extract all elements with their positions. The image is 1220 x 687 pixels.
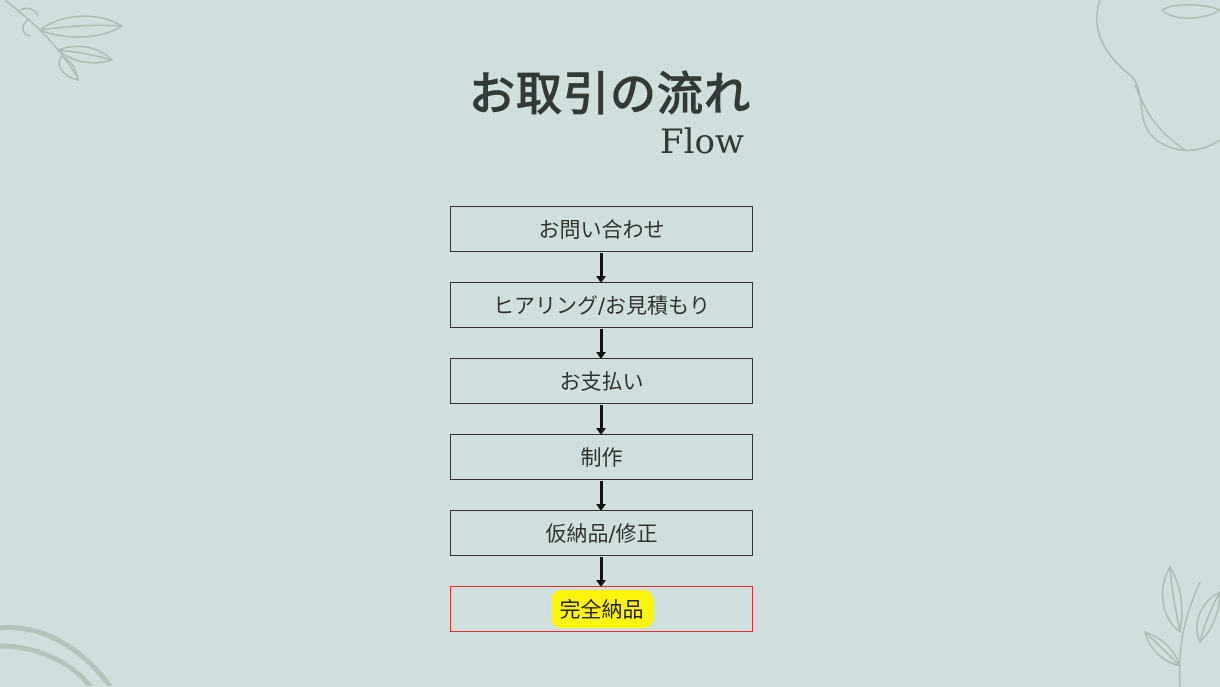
flow-step-final-delivery: 完全納品 xyxy=(450,586,753,632)
flow-step-provisional-delivery: 仮納品/修正 xyxy=(450,510,753,556)
flow-step-label: 制作 xyxy=(580,446,623,470)
flow-step-payment: お支払い xyxy=(450,358,753,404)
page-subtitle: Flow xyxy=(660,122,745,162)
flow-step-inquiry: お問い合わせ xyxy=(450,206,753,252)
wave-decoration-bottom-left-icon xyxy=(0,625,113,686)
flow-arrow xyxy=(596,405,606,435)
flow-step-label: お問い合わせ xyxy=(538,218,665,242)
flow-arrow xyxy=(596,557,606,587)
flow-step-label: 完全納品 xyxy=(550,590,653,628)
leaf-decoration-bottom-right-icon xyxy=(1143,565,1220,687)
flow-step-hearing-estimate: ヒアリング/お見積もり xyxy=(450,282,753,328)
flow-step-label: ヒアリング/お見積もり xyxy=(492,294,711,318)
page-title: お取引の流れ xyxy=(469,67,751,121)
flow-arrow xyxy=(596,329,606,359)
flow-arrow xyxy=(596,253,606,283)
flow-step-production: 制作 xyxy=(450,434,753,480)
flow-arrow xyxy=(596,481,606,511)
flow-step-label: お支払い xyxy=(559,370,644,394)
flow-step-label: 仮納品/修正 xyxy=(545,522,658,546)
